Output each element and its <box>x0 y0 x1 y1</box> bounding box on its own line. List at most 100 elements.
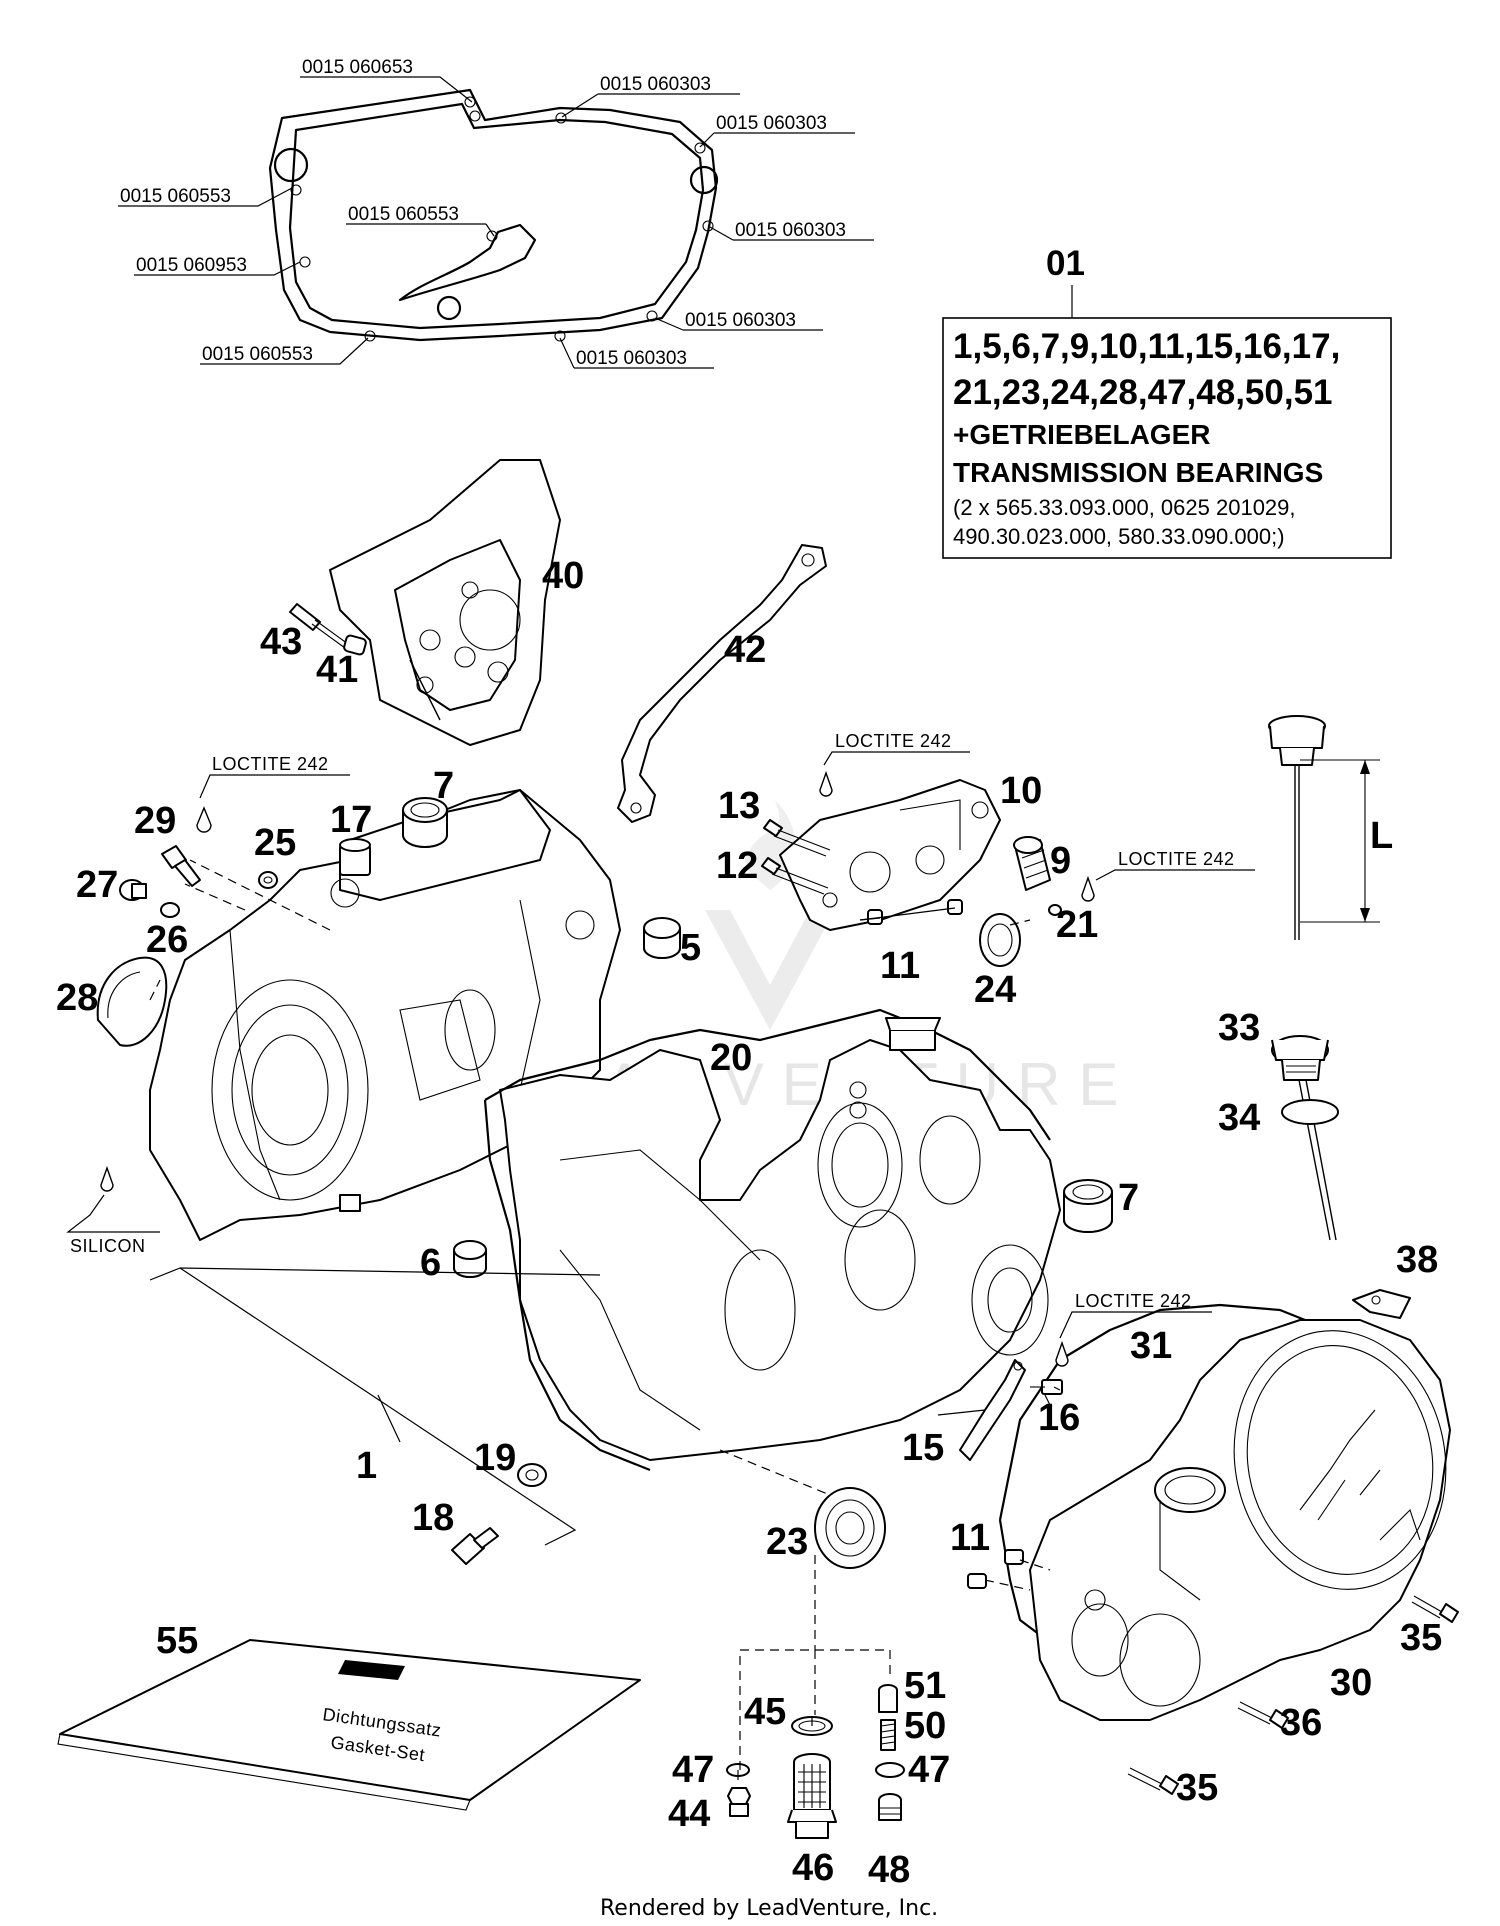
gasket-pn-3: 0015 060303 <box>716 113 827 134</box>
callout-24: 24 <box>974 969 1016 1011</box>
gasket-pn-1: 0015 060653 <box>302 57 413 78</box>
gasket-pn-4: 0015 060553 <box>120 186 231 207</box>
gasket-pn-2: 0015 060303 <box>600 74 711 95</box>
loctite-label-lower: LOCTITE 242 <box>1075 1291 1192 1311</box>
callout-16: 16 <box>1038 1397 1080 1439</box>
callout-5: 5 <box>680 927 701 969</box>
part-12-bolt <box>761 857 829 895</box>
part-7-bushing-upper <box>402 797 448 848</box>
part-41-dowel <box>343 634 367 656</box>
gasket-pn-6: 0015 060303 <box>735 220 846 241</box>
part-10-retainer <box>779 779 1001 931</box>
part-34-o-ring <box>1281 1099 1339 1125</box>
callout-30: 30 <box>1330 1662 1372 1704</box>
loctite-note-left: LOCTITE 242 <box>196 754 350 833</box>
part-55-gasket-set: Dichtungssatz Gasket-Set <box>57 1639 641 1811</box>
callout-40: 40 <box>542 555 584 597</box>
kit-line-4: TRANSMISSION BEARINGS <box>953 457 1323 488</box>
footer-credit: Rendered by LeadVenture, Inc. <box>600 1896 938 1921</box>
callout-34: 34 <box>1218 1097 1260 1139</box>
part-48-plug <box>878 1793 902 1821</box>
callout-13: 13 <box>718 785 760 827</box>
callout-15: 15 <box>902 1427 944 1469</box>
part-1-left-crankcase <box>149 789 621 1241</box>
part-35-bolt-lower <box>1127 1767 1179 1795</box>
kit-line-6: 490.30.023.000, 580.33.090.000;) <box>953 524 1285 549</box>
callout-18: 18 <box>412 1497 454 1539</box>
callout-42: 42 <box>724 629 766 671</box>
kit-number: 01 <box>1046 244 1085 283</box>
callout-12: 12 <box>716 845 758 887</box>
clutch-cover-gasket <box>268 88 719 342</box>
callout-36: 36 <box>1280 1702 1322 1744</box>
callout-27: 27 <box>76 864 118 906</box>
loctite-label-right: LOCTITE 242 <box>1118 849 1235 869</box>
kit-line-1: 1,5,6,7,9,10,11,15,16,17, <box>953 327 1340 366</box>
part-17-dowel <box>339 838 371 876</box>
silicon-note: SILICON <box>66 1165 160 1256</box>
callout-26: 26 <box>146 919 188 961</box>
dipstick: L <box>1268 715 1393 940</box>
callout-28: 28 <box>56 977 98 1019</box>
part-40-cover <box>329 459 561 746</box>
callout-leaders <box>737 907 1051 1780</box>
callout-47b: 47 <box>908 1749 950 1791</box>
part-50-spring <box>880 1719 896 1751</box>
gasket-pn-8: 0015 060303 <box>685 310 796 331</box>
part-30-clutch-cover <box>1029 1319 1451 1721</box>
part-36-bolt <box>1237 1701 1289 1729</box>
part-18-plug <box>451 1527 499 1565</box>
part-27-plug <box>119 879 147 901</box>
loctite-label-mid: LOCTITE 242 <box>835 731 952 751</box>
crankcase-bracket <box>149 1267 601 1546</box>
part-38-bracket <box>1352 1289 1411 1319</box>
callout-21: 21 <box>1056 904 1098 946</box>
loctite-note-mid: LOCTITE 242 <box>819 731 970 797</box>
part-19-washer <box>517 1463 547 1487</box>
callout-25: 25 <box>254 822 296 864</box>
callout-51: 51 <box>904 1665 946 1707</box>
callout-47a: 47 <box>672 1749 714 1791</box>
silicon-label: SILICON <box>70 1236 146 1256</box>
part-42-guide <box>617 544 827 823</box>
callout-31: 31 <box>1130 1325 1172 1367</box>
callout-35a: 35 <box>1400 1617 1442 1659</box>
part-15-retainer <box>959 1359 1026 1461</box>
callout-11a: 11 <box>880 945 920 987</box>
callout-44: 44 <box>668 1793 710 1835</box>
part-23-bearing <box>814 1487 886 1569</box>
part-11-dowels-upper <box>867 899 963 925</box>
callout-55: 55 <box>156 1620 198 1662</box>
callout-45: 45 <box>744 1691 786 1733</box>
callout-41: 41 <box>316 649 358 691</box>
part-28-cover <box>96 956 168 1047</box>
part-13-bolt <box>763 819 831 857</box>
gasket-pn-7: 0015 060953 <box>136 255 247 276</box>
part-51-cap <box>878 1684 898 1713</box>
part-6-bushing <box>453 1240 487 1278</box>
kit-info-box: 01 1,5,6,7,9,10,11,15,16,17, 21,23,24,28… <box>942 244 1392 559</box>
callout-7b: 7 <box>1118 1177 1139 1219</box>
kit-line-2: 21,23,24,28,47,48,50,51 <box>953 373 1333 412</box>
callout-46: 46 <box>792 1847 834 1889</box>
part-11-dowels-lower <box>967 1549 1024 1589</box>
part-44-screw <box>727 1787 751 1817</box>
loctite-label-left: LOCTITE 242 <box>212 754 329 774</box>
callout-11b: 11 <box>950 1517 990 1559</box>
part-43-bolt <box>289 603 349 649</box>
callout-17: 17 <box>330 799 372 841</box>
part-5-bushing <box>643 917 681 959</box>
callout-1: 1 <box>356 1445 377 1487</box>
part-26-seal <box>160 902 180 918</box>
callout-numbers: 40 43 41 42 7 17 25 29 27 26 28 5 13 10 … <box>56 555 1442 1891</box>
loctite-note-lower: LOCTITE 242 <box>1055 1291 1212 1367</box>
part-21-screw <box>1048 904 1062 916</box>
callout-20: 20 <box>710 1037 752 1079</box>
part-29-screw <box>161 845 201 887</box>
part-16-bolt <box>1030 1379 1063 1395</box>
part-47-washer-right <box>875 1762 905 1778</box>
gasket-part-labels: 0015 060653 0015 060303 0015 060303 0015… <box>118 57 874 369</box>
callout-7a: 7 <box>433 765 454 807</box>
part-25-washer <box>258 871 278 889</box>
